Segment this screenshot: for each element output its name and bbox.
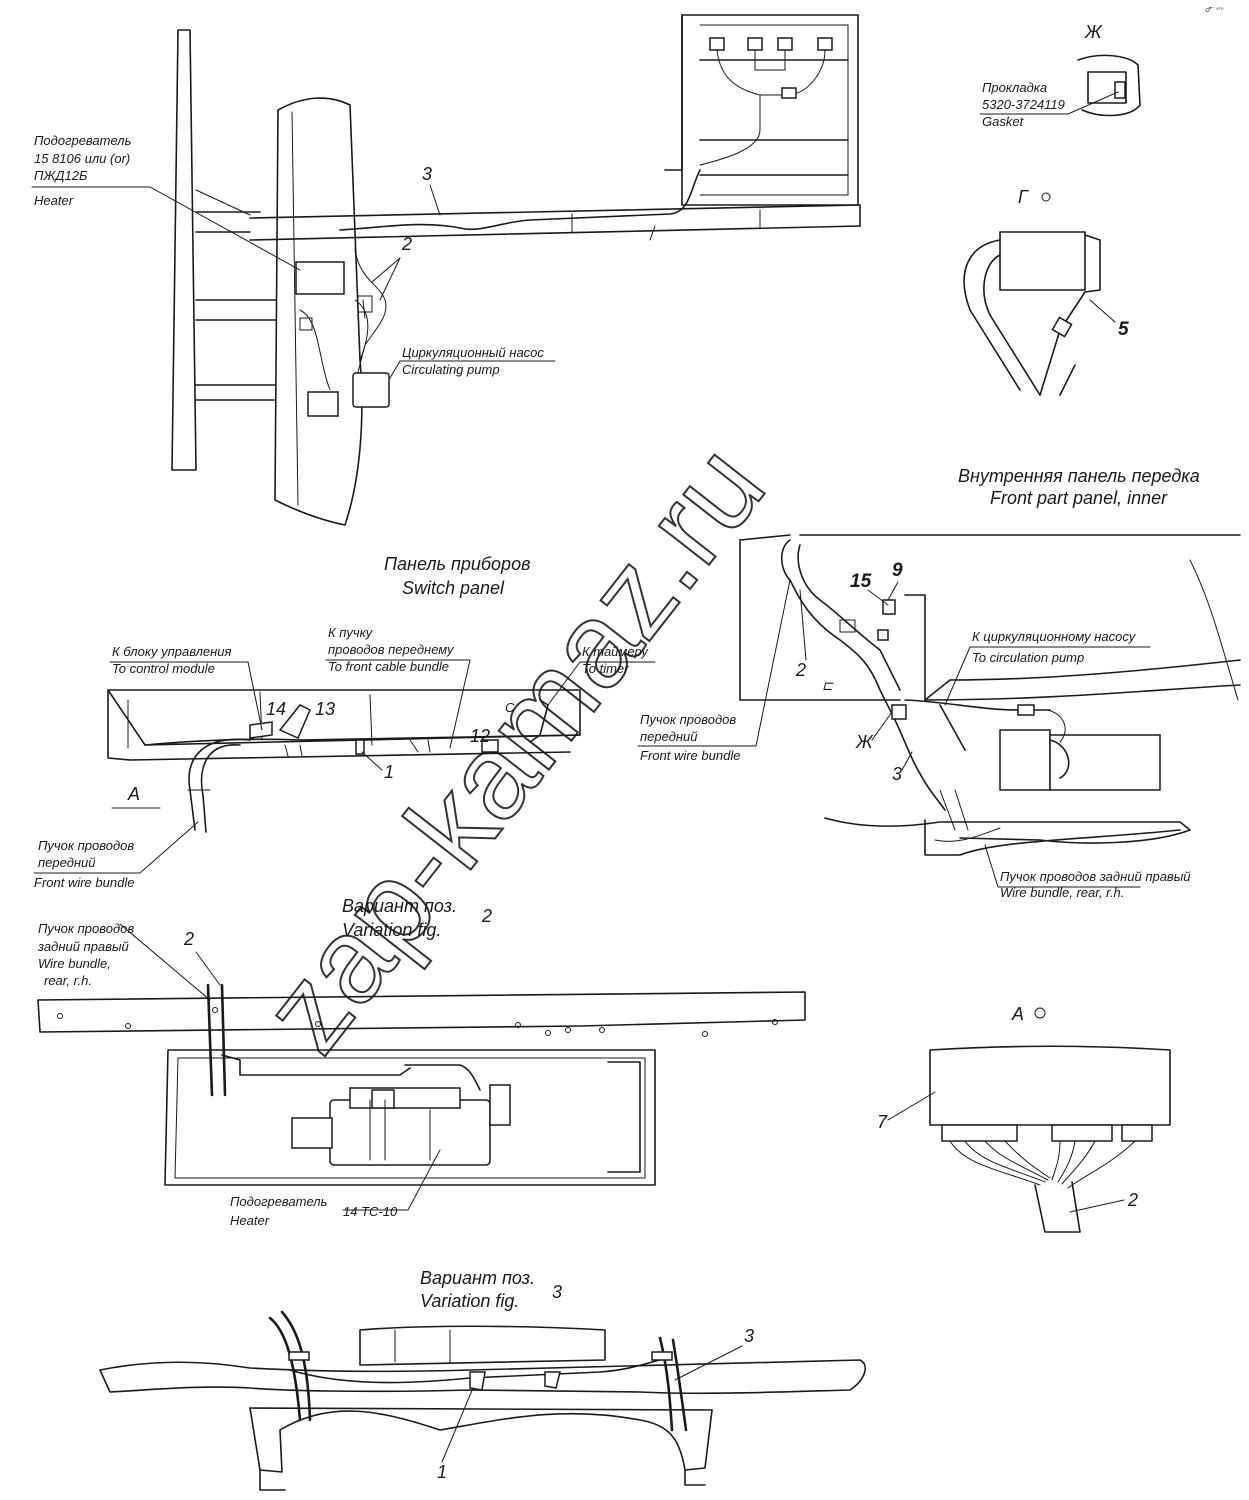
rear-bundle-ru: Пучок проводов задний правый: [1000, 869, 1191, 884]
heater-label-ru1: Подогреватель: [34, 133, 132, 148]
callout-2-var2: 2: [183, 929, 194, 949]
variation2-drawing: [37, 983, 806, 1186]
pump-label: Циркуляционный насос Circulating pump: [389, 345, 556, 379]
view-a-module: А 7 2: [877, 1004, 1171, 1233]
variation2-title-en: Variation fig.: [342, 920, 441, 940]
gasket-label-en: Gasket: [982, 114, 1025, 129]
callout-2-front: 2: [795, 660, 806, 680]
front-bundle-to-en: To front cable bundle: [328, 659, 449, 674]
front-bundle-right-ru2: передний: [640, 729, 698, 744]
rear-bundle-en: Wire bundle, rear, r.h.: [1000, 885, 1124, 900]
callout-13: 13: [315, 699, 335, 719]
front-bundle-left-en: Front wire bundle: [34, 875, 134, 890]
view-zh-marker: Ж: [855, 732, 874, 752]
front-panel-labels: 15 9 2 К циркуляционному насосу To circu…: [637, 560, 1191, 900]
variation2-title-ru: Вариант поз.: [342, 896, 457, 916]
control-module-label-ru: К блоку управления: [112, 644, 232, 659]
heater14-label-ru: Подогреватель: [230, 1194, 328, 1209]
rear-bundle-left-en1: Wire bundle,: [38, 956, 111, 971]
heater-label-ru3: ПЖД12Б: [34, 168, 88, 183]
callout-2-top: 2: [401, 234, 412, 254]
battery-box: [664, 14, 859, 206]
switch-panel-view: С А: [107, 689, 581, 833]
variation3-drawing: [99, 1310, 866, 1491]
callout-15: 15: [850, 571, 872, 592]
front-panel-title-en: Front part panel, inner: [990, 488, 1168, 508]
pump-label-ru: Циркуляционный насос: [402, 345, 544, 360]
variation3-labels: 3 1: [437, 1326, 754, 1482]
heater-label-en: Heater: [34, 193, 74, 208]
view-zh-gasket: Ж Прокладка 5320-3724119 Gasket: [979, 22, 1141, 129]
circ-pump-to-en: To circulation pump: [972, 650, 1084, 665]
heater-label: Подогреватель 15 8106 или (or) ПЖД12Б He…: [31, 133, 301, 271]
view-g-title: Г: [1018, 187, 1029, 207]
switch-panel-labels: К блоку управления To control module К п…: [33, 625, 656, 890]
rear-bundle-left-en2: rear, r.h.: [44, 973, 92, 988]
callout-14: 14: [266, 699, 286, 719]
callout-2-viewa: 2: [1127, 1190, 1138, 1210]
view-a-title: А: [1011, 1004, 1024, 1024]
timer-label-ru: К таймеру: [582, 644, 649, 659]
control-module-label-en: To control module: [112, 661, 215, 676]
callout-12: 12: [470, 726, 490, 746]
letter-c-mark: С: [505, 700, 515, 715]
callout-3-top: 3: [422, 164, 432, 184]
variation2-labels: Пучок проводов задний правый Wire bundle…: [37, 921, 441, 1228]
callout-3-front: 3: [892, 764, 902, 784]
variation3-title-en: Variation fig.: [420, 1291, 519, 1311]
callout-9: 9: [892, 560, 903, 581]
callout-3-var3: 3: [744, 1326, 754, 1346]
front-panel-view: ⊏: [739, 534, 1241, 856]
callout-5: 5: [1118, 319, 1129, 340]
front-bundle-to-ru2: проводов переднему: [328, 642, 455, 657]
front-bundle-left-ru1: Пучок проводов: [38, 838, 134, 853]
small-mark-front-panel: ⊏: [822, 678, 834, 693]
circ-pump-to-ru: К циркуляционному насосу: [972, 629, 1137, 644]
front-panel-title-ru: Внутренняя панель передка: [958, 466, 1200, 486]
front-bundle-to-ru1: К пучку: [328, 625, 374, 640]
variation2-title-num: 2: [481, 906, 492, 926]
gasket-label-ru1: Прокладка: [982, 80, 1047, 95]
heater14-label-code: 14 ТС-10: [343, 1204, 398, 1219]
callout-7: 7: [877, 1112, 888, 1132]
front-bundle-right-ru1: Пучок проводов: [640, 712, 736, 727]
rear-bundle-left-ru2: задний правый: [37, 939, 129, 954]
variation3-title-ru: Вариант поз.: [420, 1268, 535, 1288]
rear-bundle-left-ru1: Пучок проводов: [38, 921, 134, 936]
gasket-label-ru2: 5320-3724119: [982, 97, 1065, 112]
variation3-title-num: 3: [552, 1282, 562, 1302]
switch-panel-title-en: Switch panel: [402, 578, 505, 598]
switch-panel-title-ru: Панель приборов: [384, 554, 530, 574]
pump-label-en: Circulating pump: [402, 362, 500, 377]
corner-mark: ♂″ ᵉʳᵒ: [1205, 6, 1224, 14]
view-a-marker: А: [127, 784, 140, 804]
view-g-detail: Г 5: [963, 187, 1129, 396]
timer-label-en: To timer: [582, 661, 629, 676]
view-zh-title: Ж: [1084, 22, 1103, 42]
callout-1-var3: 1: [437, 1462, 447, 1482]
front-bundle-right-en: Front wire bundle: [640, 748, 740, 763]
heater14-label-en: Heater: [230, 1213, 270, 1228]
callout-1-switch: 1: [384, 762, 394, 782]
cab-heater-view: [171, 29, 861, 526]
heater-label-ru2: 15 8106 или (or): [34, 151, 130, 166]
front-bundle-left-ru2: передний: [38, 855, 96, 870]
